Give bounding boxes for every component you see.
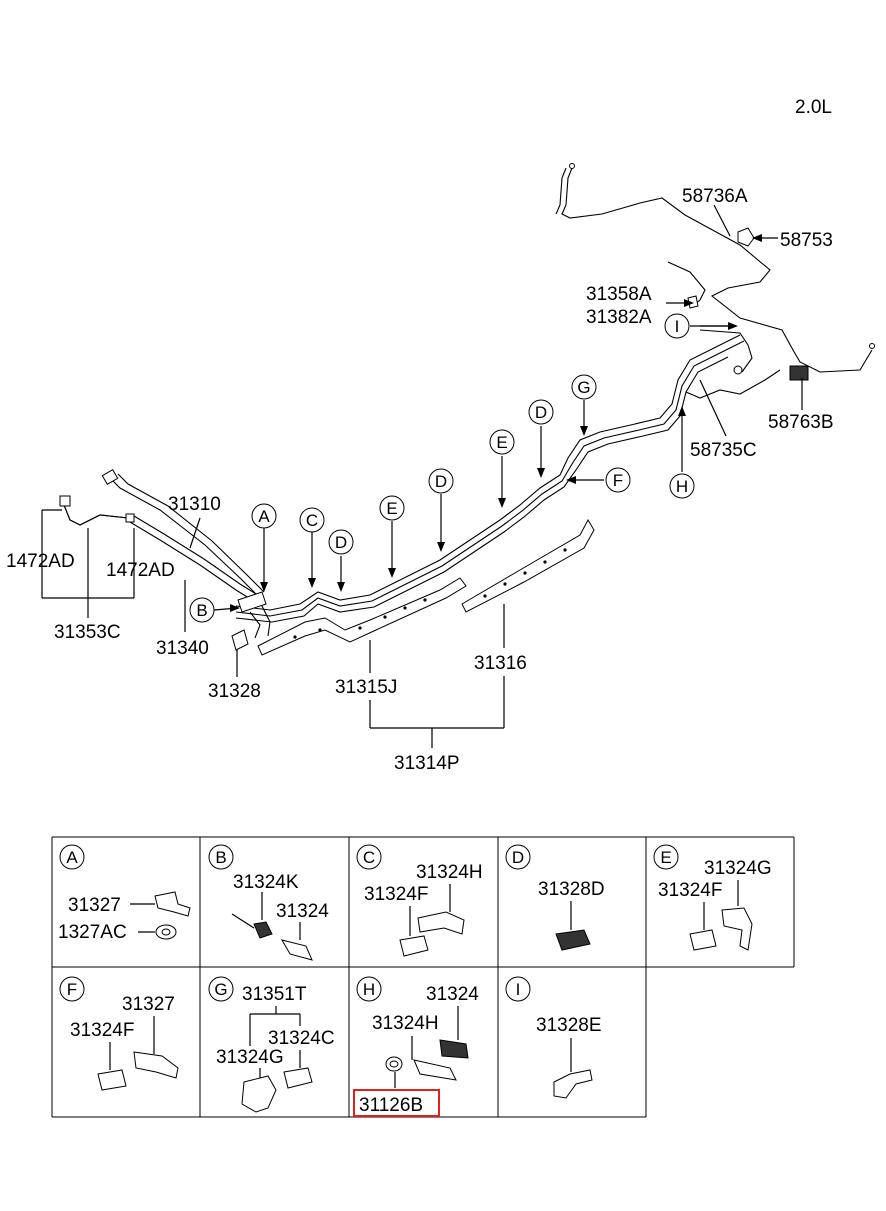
svg-text:E: E [496, 433, 507, 452]
svg-text:31324: 31324 [426, 984, 479, 1005]
svg-text:G: G [577, 378, 590, 397]
detail-box-d: D 31328D [505, 844, 605, 951]
svg-text:31324F: 31324F [658, 880, 722, 901]
svg-text:I: I [516, 980, 521, 999]
svg-text:E: E [660, 848, 671, 867]
svg-text:1327AC: 1327AC [58, 922, 127, 943]
svg-text:31328E: 31328E [536, 1015, 602, 1036]
engine-label: 2.0L [795, 97, 832, 118]
svg-text:H: H [676, 477, 688, 496]
svg-text:D: D [435, 472, 447, 491]
svg-text:31324H: 31324H [416, 862, 483, 883]
detail-box-b: B 31324K 31324 [208, 844, 329, 961]
svg-text:58736A: 58736A [682, 186, 748, 207]
svg-text:31324H: 31324H [372, 1013, 439, 1034]
svg-text:G: G [214, 980, 227, 999]
svg-text:H: H [363, 980, 375, 999]
svg-text:1472AD: 1472AD [6, 551, 75, 572]
detail-box-i: I 31328E [505, 976, 602, 1099]
svg-text:D: D [335, 533, 347, 552]
svg-text:58753: 58753 [780, 230, 833, 251]
detail-box-g: G 31351T 31324C 31324G [208, 976, 335, 1113]
detail-box-c: C 31324H 31324F [356, 844, 483, 957]
svg-text:F: F [613, 471, 623, 490]
svg-text:C: C [363, 848, 375, 867]
svg-text:31358A: 31358A [586, 284, 652, 305]
svg-text:31315J: 31315J [335, 677, 397, 698]
svg-text:A: A [66, 848, 78, 867]
detail-box-f: F 31327 31324F [59, 976, 179, 1091]
svg-text:D: D [535, 403, 547, 422]
detail-box-a: A 31327 1327AC [58, 844, 191, 943]
svg-text:31328D: 31328D [538, 879, 605, 900]
detail-box-e: E 31324G 31324F [653, 844, 772, 951]
svg-text:F: F [67, 980, 77, 999]
svg-text:58735C: 58735C [690, 440, 757, 461]
highlighted-part-label: 31126B [359, 1095, 423, 1116]
svg-text:E: E [386, 499, 397, 518]
small-parts [687, 227, 809, 381]
svg-text:31324G: 31324G [704, 858, 772, 879]
svg-text:I: I [675, 317, 680, 336]
svg-text:58763B: 58763B [768, 412, 834, 433]
arrow-heads [230, 234, 762, 612]
svg-text:B: B [215, 848, 226, 867]
svg-text:A: A [258, 507, 270, 526]
callout-circles: A B C D E D E D G F H I [189, 313, 695, 623]
svg-text:31324: 31324 [276, 901, 329, 922]
highlight-box [353, 1089, 440, 1117]
svg-text:31316: 31316 [474, 653, 527, 674]
svg-text:31324C: 31324C [268, 1028, 335, 1049]
mounting-brackets [231, 518, 595, 656]
svg-text:31328: 31328 [208, 681, 261, 702]
svg-text:B: B [196, 601, 207, 620]
svg-text:D: D [512, 848, 524, 867]
svg-text:31324F: 31324F [70, 1020, 134, 1041]
svg-text:31382A: 31382A [586, 307, 652, 328]
svg-text:31310: 31310 [168, 494, 221, 515]
svg-text:31314P: 31314P [394, 753, 460, 774]
svg-text:31351T: 31351T [242, 984, 307, 1005]
detail-box-h: H 31324 31324H 31126B [353, 976, 479, 1117]
svg-text:31340: 31340 [156, 638, 209, 659]
svg-text:31324G: 31324G [216, 1047, 284, 1068]
svg-text:C: C [306, 511, 318, 530]
fuel-pipes [59, 163, 875, 639]
svg-text:31324F: 31324F [364, 884, 428, 905]
svg-text:31353C: 31353C [54, 622, 121, 643]
svg-text:1472AD: 1472AD [106, 560, 175, 581]
svg-text:31327: 31327 [122, 994, 175, 1015]
svg-text:31327: 31327 [68, 895, 121, 916]
svg-text:31324K: 31324K [233, 872, 299, 893]
detail-grid [51, 836, 795, 1118]
part-labels: 58736A 58753 31358A 31382A 58763B 58735C… [6, 186, 834, 774]
